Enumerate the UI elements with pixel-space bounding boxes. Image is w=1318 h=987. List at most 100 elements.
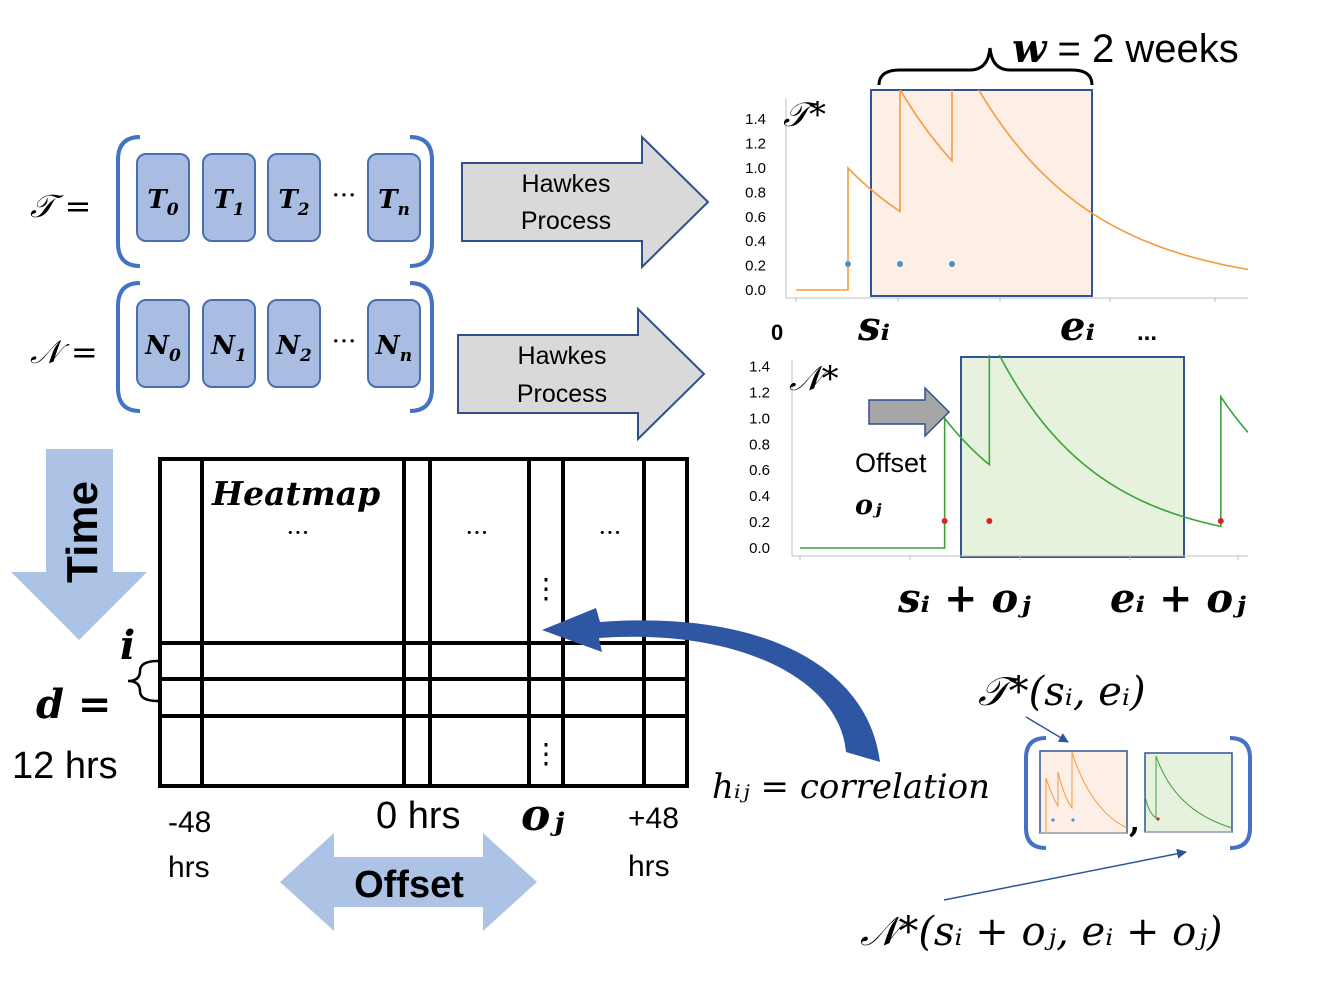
n-box-1-sub: 1 <box>235 346 247 366</box>
n-ytick-1: 0.2 <box>749 514 770 531</box>
hawkes-arrow-bottom: Hawkes Process <box>457 306 706 442</box>
offset-label-line2: oⱼ <box>855 490 882 521</box>
t-box-0: T0 <box>136 153 190 242</box>
t-window-pointer <box>1025 716 1069 743</box>
n-box-n-sub: n <box>400 346 412 366</box>
svg-text:N1: N1 <box>210 331 247 366</box>
n-ytick-3: 0.6 <box>749 462 770 479</box>
corr-comma: , <box>1129 802 1140 840</box>
n-left-bracket <box>116 281 141 413</box>
row-brace <box>127 659 159 703</box>
t-right-bracket <box>409 135 434 268</box>
corr-right-bracket <box>1229 736 1252 850</box>
n-box-2: N2 <box>267 299 321 388</box>
t-box-1-sub: 1 <box>233 200 245 220</box>
mini-t-dot-2 <box>1071 818 1075 822</box>
mini-t-curve <box>1040 751 1128 834</box>
svg-text:Tn: Tn <box>378 185 410 220</box>
heatmap: Time Heatmap ··· ··· ··· ⋮ ⋮ i d = 12 hr… <box>11 449 689 931</box>
n-ytick-0: 0.0 <box>749 540 770 557</box>
t-xtick-si: sᵢ <box>857 303 890 350</box>
time-arrow <box>11 449 147 640</box>
t-window <box>870 89 1093 297</box>
x-label-oj: oⱼ <box>521 790 564 841</box>
t-star-curve <box>796 90 1248 291</box>
x-label-right-bottom: hrs <box>628 850 670 883</box>
offset-double-arrow <box>280 833 537 931</box>
t-ytick-2: 0.4 <box>745 233 766 250</box>
n-event-dot-2 <box>1217 518 1224 524</box>
t-ytick-6: 1.2 <box>745 136 766 153</box>
t-event-dots <box>845 261 955 267</box>
heatmap-title: Heatmap <box>211 474 380 513</box>
mini-n-chart <box>1144 752 1233 833</box>
mini-n-dot <box>1156 817 1160 821</box>
correlation-section: 𝒯*(sᵢ, eᵢ) hᵢⱼ = correlation , 𝒩*(sᵢ + o… <box>712 669 1252 955</box>
hawkes-arrow-top-line2: Process <box>521 207 611 235</box>
n-box-0: N0 <box>136 299 190 388</box>
n-star-curve <box>800 355 1248 549</box>
n-event-dots <box>941 518 1224 524</box>
n-series-group: 𝒩 = N0 N1 N2 ··· Nn <box>30 281 434 413</box>
t-left-bracket <box>116 135 141 268</box>
mini-n-curve <box>1144 755 1233 829</box>
time-label: Time <box>58 481 107 583</box>
n-xtick-end: eᵢ + oⱼ <box>1110 575 1246 622</box>
n-event-dot-0 <box>941 518 948 524</box>
n-xtick-start: sᵢ + oⱼ <box>897 575 1031 622</box>
t-window-label: 𝒯*(sᵢ, eᵢ) <box>978 669 1146 715</box>
window-label-var: w <box>1012 25 1048 72</box>
hawkes-arrow-bottom-line2: Process <box>517 380 607 408</box>
t-box-n: Tn <box>367 153 421 242</box>
window-label-rest: = 2 weeks <box>1046 27 1238 71</box>
n-window-pointer <box>943 848 1187 901</box>
t-y-ticks: 0.00.20.40.60.81.01.21.4 <box>745 111 766 299</box>
heatmap-vdots-1: ⋮ <box>532 572 560 605</box>
corr-left-bracket <box>1024 736 1047 850</box>
n-ellipsis: ··· <box>332 327 357 357</box>
heatmap-ellipsis-1: ··· <box>287 519 310 547</box>
t-box-2-main: T <box>278 185 299 215</box>
n-ytick-4: 0.8 <box>749 436 770 453</box>
n-box-2-main: N <box>275 331 301 361</box>
hawkes-arrow-bottom-line1: Hawkes <box>518 342 607 370</box>
n-ytick-6: 1.2 <box>749 384 770 401</box>
hawkes-arrow-top: Hawkes Process <box>461 134 710 270</box>
n-window <box>960 356 1185 558</box>
svg-text:N0: N0 <box>144 331 181 366</box>
t-ytick-1: 0.2 <box>745 258 766 275</box>
n-box-n: Nn <box>367 299 421 388</box>
t-xtick-zero: 0 <box>771 320 783 345</box>
t-box-1: T1 <box>202 153 256 242</box>
n-box-1-main: N <box>210 331 236 361</box>
n-right-bracket <box>409 281 434 413</box>
x-label-left-top: -48 <box>168 806 211 839</box>
n-y-ticks: 0.00.20.40.60.81.01.21.4 <box>749 358 770 557</box>
n-series-label: 𝒩 = <box>30 333 98 371</box>
n-x-tick-marks <box>799 556 1239 560</box>
n-box-n-main: N <box>375 331 401 361</box>
mini-t-chart <box>1039 750 1128 834</box>
window-label: w = 2 weeks <box>1012 25 1239 72</box>
n-window-label: 𝒩*(sᵢ + oⱼ, eᵢ + oⱼ) <box>860 909 1222 955</box>
svg-text:Nn: Nn <box>375 331 412 366</box>
n-box-0-sub: 0 <box>169 346 181 366</box>
n-ytick-2: 0.4 <box>749 488 770 505</box>
t-ytick-3: 0.6 <box>745 209 766 226</box>
x-label-left-bottom: hrs <box>168 851 210 884</box>
n-box-1: N1 <box>202 299 256 388</box>
t-x-tick-marks <box>795 298 1216 302</box>
n-star-chart: 0.00.20.40.60.81.01.21.4 𝒩* Offset oⱼ sᵢ… <box>749 355 1248 622</box>
t-ytick-7: 1.4 <box>745 111 766 128</box>
mini-t-dot-1 <box>1051 818 1055 822</box>
t-ellipsis: ··· <box>332 181 357 211</box>
heatmap-ellipsis-3: ··· <box>599 519 622 547</box>
n-box-0-main: N <box>144 331 170 361</box>
t-ytick-4: 0.8 <box>745 184 766 201</box>
x-label-right-top: +48 <box>628 802 679 835</box>
t-box-1-main: T <box>213 185 234 215</box>
offset-label-line1: Offset <box>855 448 927 478</box>
t-ytick-0: 0.0 <box>745 282 766 299</box>
svg-text:N2: N2 <box>275 331 312 366</box>
t-box-n-sub: n <box>397 200 409 220</box>
